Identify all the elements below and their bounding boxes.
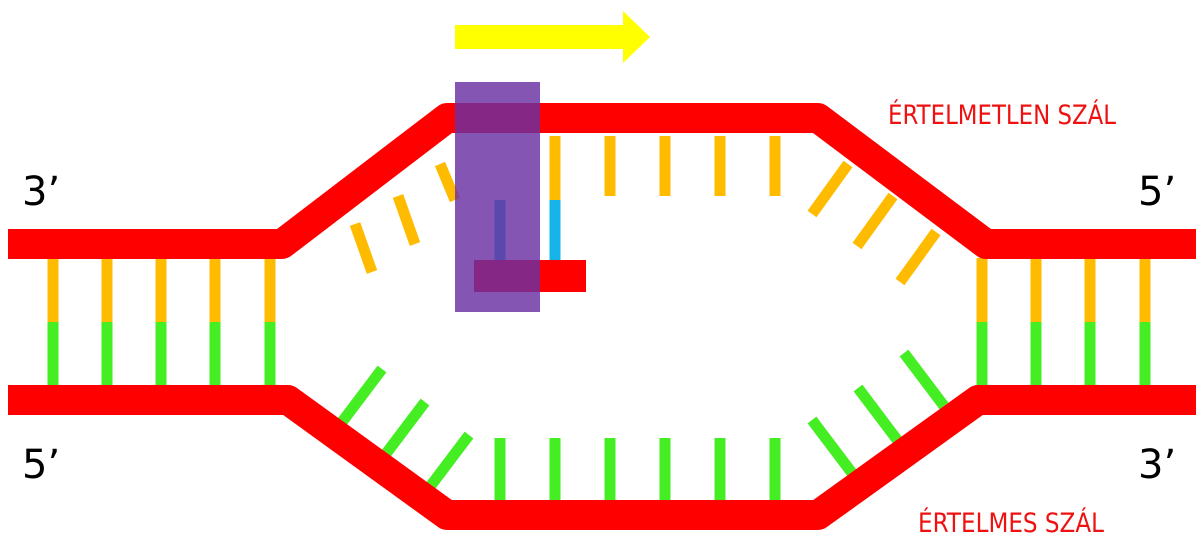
template-base <box>392 194 421 246</box>
template-base <box>349 222 378 274</box>
template-base <box>434 161 461 203</box>
direction-arrow-icon <box>455 11 650 63</box>
template-base <box>852 192 898 250</box>
top-left-end-label: 3’ <box>22 169 60 215</box>
coding-base <box>853 384 903 445</box>
coding-base <box>424 431 474 492</box>
template-strand-label: ÉRTELMETLEN SZÁL <box>888 99 1116 131</box>
template-strand-backbone <box>8 103 1196 259</box>
base-pairs <box>47 136 1151 500</box>
bottom-right-end-label: 3’ <box>1138 442 1176 488</box>
coding-strand-label: ÉRTELMES SZÁL <box>918 507 1104 539</box>
coding-strand-backbone <box>8 385 1196 530</box>
coding-base <box>807 416 857 477</box>
coding-base <box>337 365 387 426</box>
bottom-left-end-label: 5’ <box>22 442 60 488</box>
coding-base <box>899 349 949 410</box>
coding-base <box>380 398 430 459</box>
template-base <box>807 160 853 218</box>
template-base <box>895 228 941 286</box>
top-right-end-label: 5’ <box>1138 169 1176 215</box>
rna-polymerase-block <box>455 82 540 312</box>
